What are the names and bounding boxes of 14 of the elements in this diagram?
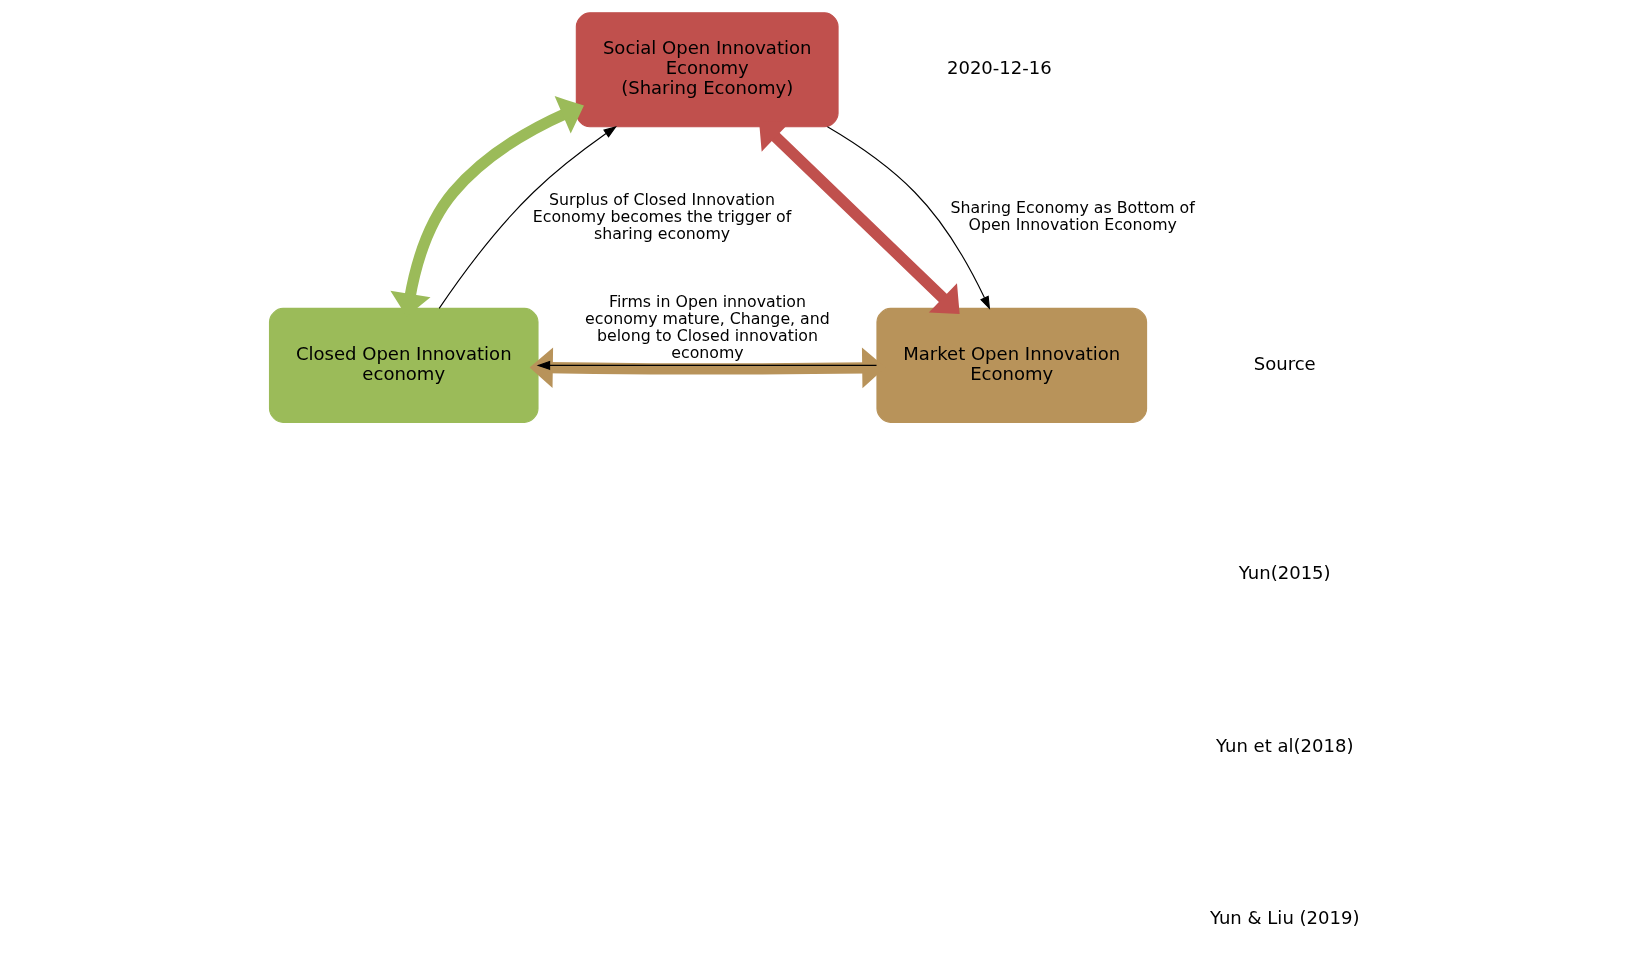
edge-label: Firms in Open innovation economy mature, Change, and belong to Closed innovation economy (584, 291, 830, 362)
label: Yun(2015) (1238, 561, 1331, 583)
node-box: Social Open Innovation Economy (Sharing Economy) (575, 12, 839, 128)
label: Source (1253, 352, 1316, 374)
arrow (536, 360, 877, 371)
edge-label: Sharing Economy as Bottom of Open Innovation Economy (950, 198, 1195, 235)
edge-label: Surplus of Closed Innovation Economy becomes the trigger of sharing economy (532, 189, 791, 243)
label: Yun & Liu (2019) (1209, 907, 1360, 929)
label: 2020-12-16 (946, 57, 1052, 79)
node-box: Market Open Innovation Economy (875, 307, 1147, 423)
arrow (438, 126, 617, 309)
arrow (826, 126, 990, 310)
node-box: Closed Open Innovation economy (268, 307, 539, 423)
label: Yun et al(2018) (1215, 734, 1353, 756)
